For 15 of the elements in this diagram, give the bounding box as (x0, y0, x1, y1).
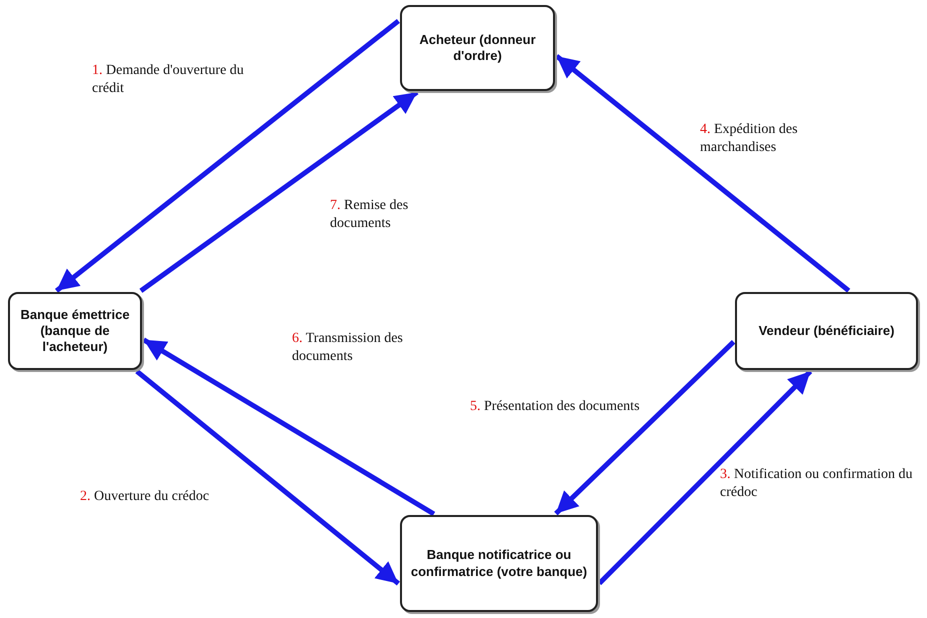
arrow (54, 18, 400, 293)
node-label: Banque émettrice (banque de l'acheteur) (19, 306, 131, 356)
process-box (400, 5, 555, 91)
node-label: Acheteur (donneur d'ordre) (418, 32, 537, 64)
process-box (735, 292, 918, 370)
node-label: Banque notificatrice ou confirmatrice (votre banque) (410, 547, 588, 580)
arrow (142, 338, 436, 516)
arrow (135, 369, 400, 586)
arrow (554, 340, 736, 516)
arrow (555, 54, 850, 293)
arrow (598, 370, 812, 586)
process-box (400, 515, 598, 612)
process-box (8, 292, 142, 370)
node-label: Vendeur (bénéficiaire) (758, 322, 894, 340)
arrow (139, 90, 418, 293)
